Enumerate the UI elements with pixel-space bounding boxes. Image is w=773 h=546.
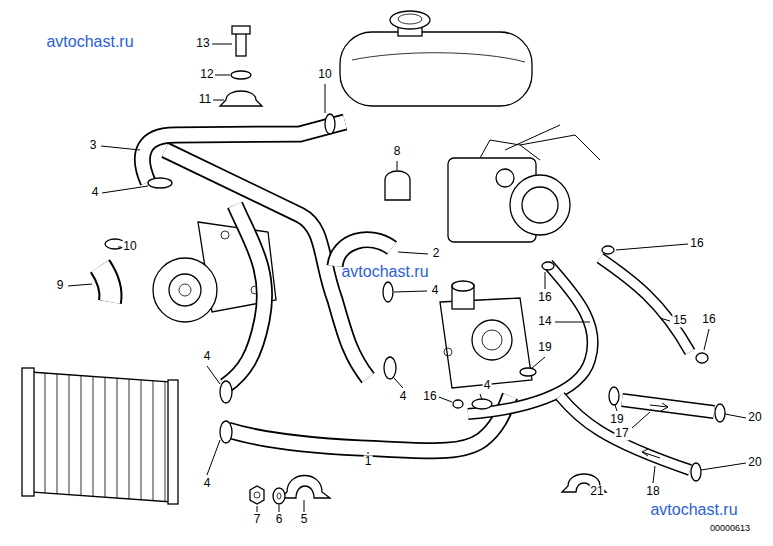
callout-number: 14 (537, 315, 552, 328)
thermostat-housing (440, 281, 532, 388)
watermark: avtochast.ru (649, 501, 738, 519)
watermark: avtochast.ru (340, 263, 429, 281)
callout-number: 20 (747, 456, 762, 469)
callout-number: 3 (89, 139, 98, 152)
callout-number: 4 (483, 379, 492, 392)
callout-number: 19 (609, 413, 624, 426)
callout-number: 9 (56, 279, 65, 292)
callout-number: 16 (422, 390, 437, 403)
callout-number: 15 (672, 314, 687, 327)
callout-number: 16 (689, 237, 704, 250)
callout-number: 4 (91, 186, 100, 199)
callout-number: 4 (203, 477, 212, 490)
callout-number: 10 (122, 240, 137, 253)
watermark: avtochast.ru (45, 33, 134, 51)
callout-number: 2 (432, 247, 441, 260)
leader-lines (68, 44, 746, 512)
callout-number: 8 (393, 145, 402, 158)
callout-number: 16 (701, 313, 716, 326)
callout-number: 4 (431, 284, 440, 297)
drawing-number: 00000613 (709, 524, 751, 534)
callout-number: 13 (195, 37, 210, 50)
callout-number: 11 (198, 93, 212, 106)
callout-number: 17 (614, 427, 629, 440)
callout-number: 10 (317, 68, 332, 81)
small-parts (220, 26, 606, 504)
callout-number: 18 (645, 485, 660, 498)
callout-number: 12 (199, 68, 214, 81)
callout-number: 20 (747, 411, 762, 424)
expansion-tank (340, 11, 532, 106)
radiator (22, 368, 178, 504)
callout-number: 7 (253, 513, 262, 526)
callout-number: 5 (300, 513, 309, 526)
callout-number: 4 (399, 390, 408, 403)
callout-number: 6 (275, 513, 284, 526)
callout-number: 4 (203, 350, 212, 363)
callout-number: 16 (537, 291, 552, 304)
coolant-hoses (100, 122, 714, 470)
callout-number: 19 (537, 341, 552, 354)
hose-clamps (105, 114, 725, 481)
callout-number: 1 (364, 455, 373, 468)
throttle-body (448, 125, 600, 242)
callout-number: 21 (589, 485, 604, 498)
